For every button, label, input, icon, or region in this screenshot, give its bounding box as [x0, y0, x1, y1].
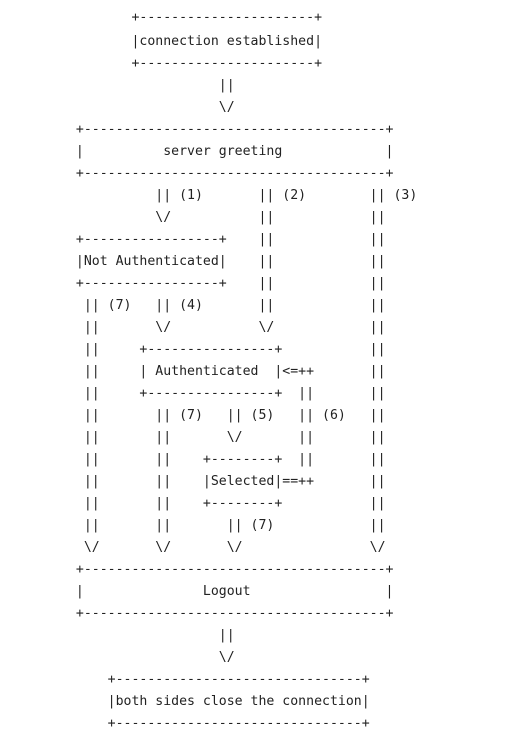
- diagram-line-not-authenticated: |Not Authenticated| || ||: [60, 254, 386, 269]
- diagram-line-logout-top-border: +--------------------------------------+: [60, 562, 394, 577]
- diagram-line-selected: || || |Selected|==++ ||: [60, 474, 386, 489]
- diagram-line-auth-bottom-border: || +----------------+ || ||: [60, 386, 386, 401]
- diagram-line-arrow-shaft: ||: [60, 78, 235, 93]
- diagram-line-greeting-top-border: +--------------------------------------+: [60, 122, 394, 137]
- diagram-line-arrows-to-authenticated: || \/ \/ ||: [60, 320, 386, 335]
- diagram-line-arrows-to-logout: \/ \/ \/ \/: [60, 540, 386, 555]
- diagram-line-auth-top-border: || +----------------+ ||: [60, 342, 386, 357]
- diagram-line-transitions-1-2-3: || (1) || (2) || (3): [60, 188, 418, 203]
- diagram-line-greeting-bottom-border: +--------------------------------------+: [60, 166, 394, 181]
- diagram-line-selected-bottom-border: || || +--------+ ||: [60, 496, 386, 511]
- diagram-line-arrow-head: \/: [60, 100, 235, 115]
- diagram-line-transition-7-from-selected: || || || (7) ||: [60, 518, 386, 533]
- diagram-line-arrow-to-selected: || || \/ || ||: [60, 430, 386, 445]
- diagram-line-not-auth-top-border: +-----------------+ || ||: [60, 232, 386, 247]
- diagram-line-close-bottom-border: +-------------------------------+: [60, 716, 370, 731]
- diagram-line-connection-top-border: +----------------------+: [60, 10, 323, 25]
- diagram-line-transitions-7-5-6: || || (7) || (5) || (6) ||: [60, 408, 386, 423]
- diagram-line-connection-established: |connection established|: [60, 34, 323, 49]
- diagram-line-logout: | Logout |: [60, 584, 394, 599]
- diagram-line-transitions-7-4: || (7) || (4) || ||: [60, 298, 386, 313]
- diagram-line-selected-top-border: || || +--------+ || ||: [60, 452, 386, 467]
- diagram-line-both-sides-close: |both sides close the connection|: [60, 694, 370, 709]
- diagram-line-close-arrow-shaft: ||: [60, 628, 235, 643]
- diagram-line-server-greeting: | server greeting |: [60, 144, 394, 159]
- diagram-line-connection-bottom-border: +----------------------+: [60, 56, 323, 71]
- diagram-line-close-top-border: +-------------------------------+: [60, 672, 370, 687]
- diagram-line-logout-bottom-border: +--------------------------------------+: [60, 606, 394, 621]
- diagram-line-authenticated: || | Authenticated |<=++ ||: [60, 364, 386, 379]
- diagram-line-arrow-to-not-authenticated: \/ || ||: [60, 210, 386, 225]
- diagram-line-close-arrow-head: \/: [60, 650, 235, 665]
- diagram-line-not-auth-bottom-border: +-----------------+ || ||: [60, 276, 386, 291]
